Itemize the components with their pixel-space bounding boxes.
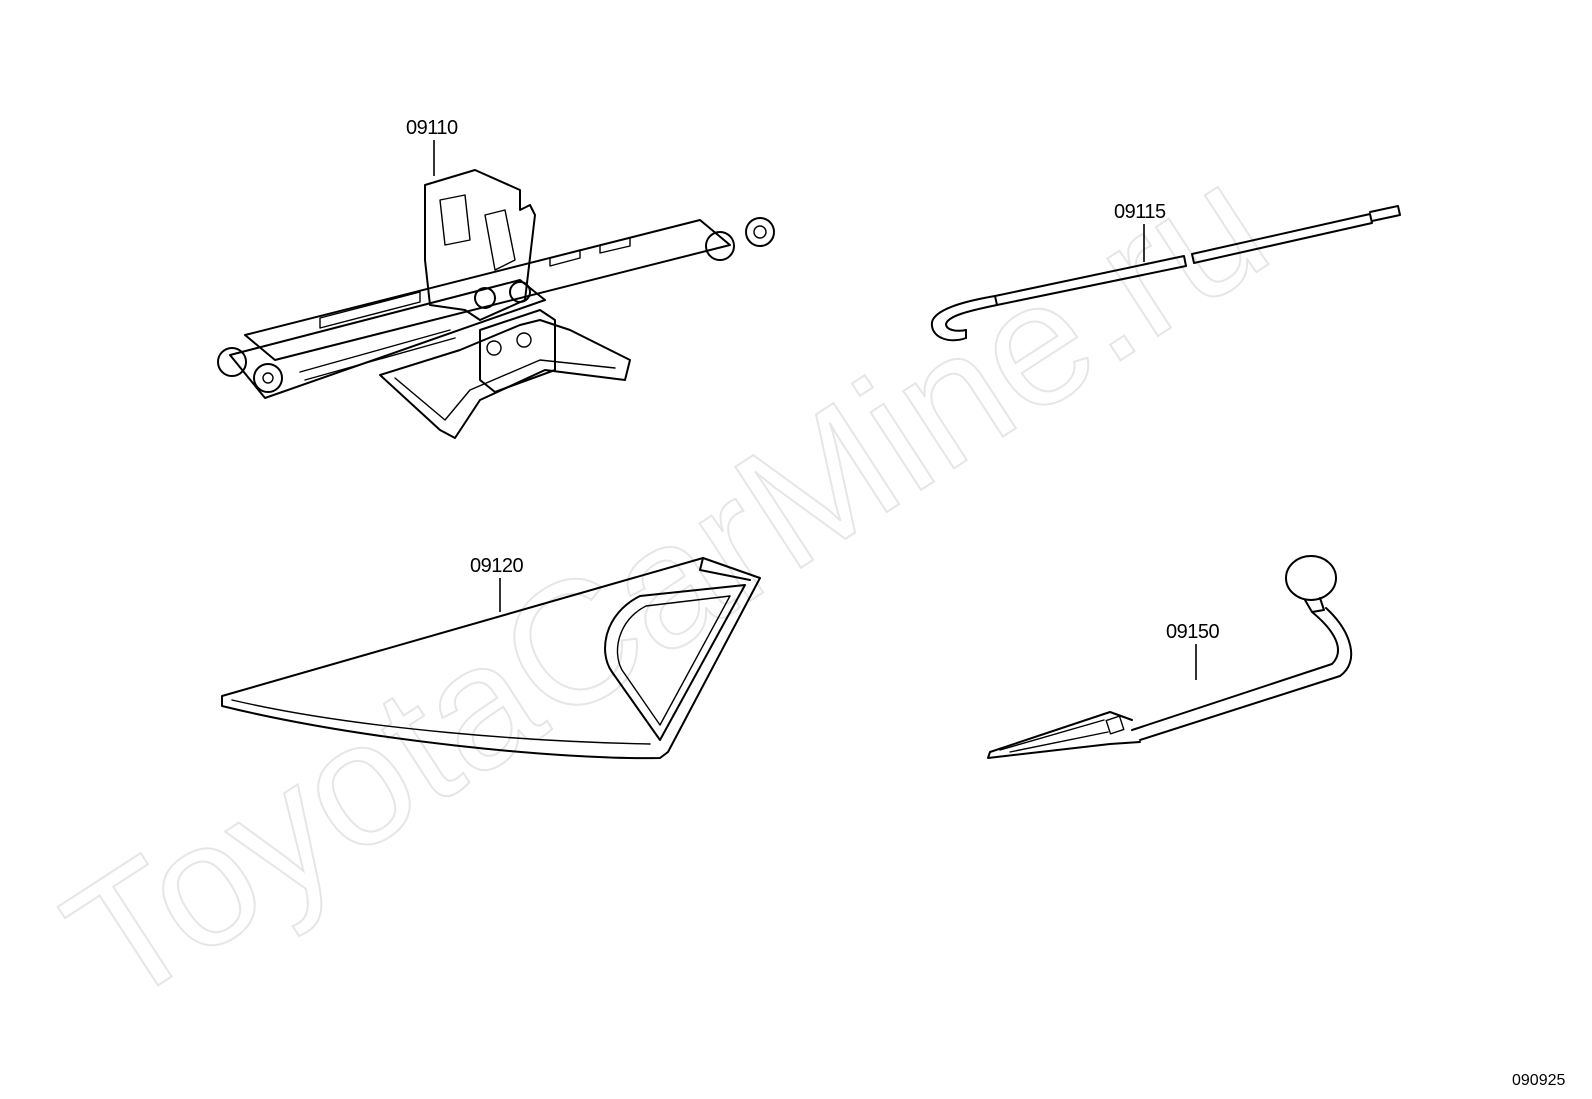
jack-handle-rod-icon	[930, 205, 1401, 342]
part-number-label[interactable]: 09150	[1166, 621, 1220, 643]
lug-wrench-icon	[987, 555, 1353, 759]
part-number-label[interactable]: 09115	[1114, 201, 1167, 223]
part-wrench[interactable]: 09150	[987, 555, 1353, 759]
part-handle[interactable]: 09115	[930, 201, 1401, 342]
part-jack[interactable]: 09110	[217, 117, 775, 439]
wheel-chock-icon	[221, 557, 761, 760]
part-stopper[interactable]: 09120	[221, 555, 761, 760]
diagram-id-label: 090925	[1512, 1072, 1565, 1089]
part-number-label[interactable]: 09120	[470, 555, 524, 577]
scissor-jack-icon	[217, 169, 775, 439]
watermark-text: ToyotaCarMine.ru	[34, 126, 1299, 1042]
part-number-label[interactable]: 09110	[406, 117, 459, 139]
